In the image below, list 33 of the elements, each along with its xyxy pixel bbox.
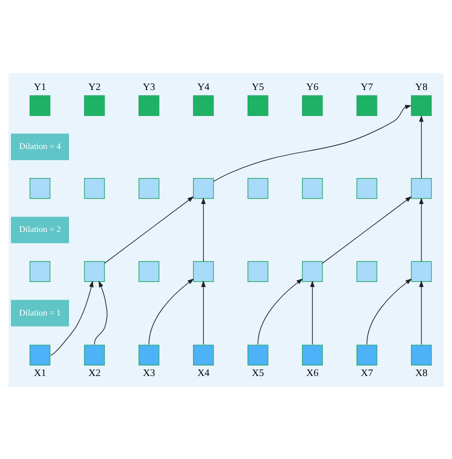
arrow <box>148 278 194 344</box>
node-label: Y2 <box>88 81 101 92</box>
arrow <box>366 278 412 344</box>
arrow <box>419 197 424 262</box>
arrow <box>50 280 94 355</box>
node-label: X1 <box>34 368 46 379</box>
node-label: X2 <box>88 368 101 379</box>
arrow <box>94 280 108 344</box>
node-label: Y1 <box>34 81 46 92</box>
node-label: X8 <box>415 368 428 379</box>
arrow <box>419 280 424 344</box>
node-box: Dilation = 4 <box>10 133 69 160</box>
arrow <box>213 104 412 182</box>
node-label: Y5 <box>252 81 264 92</box>
node-label: Y4 <box>197 81 210 92</box>
arrow <box>258 278 303 344</box>
node-label: X4 <box>197 368 210 379</box>
node-box: Dilation = 2 <box>10 216 69 243</box>
node-label: X5 <box>252 368 264 379</box>
arrow <box>419 114 424 178</box>
arrow <box>201 280 206 344</box>
arrow <box>104 196 194 264</box>
node-label: Y8 <box>415 81 428 92</box>
node-label: Y6 <box>306 81 319 92</box>
arrow <box>322 196 412 264</box>
node-label: X3 <box>142 368 156 379</box>
node-label: X7 <box>360 368 374 379</box>
node-box: Dilation = 1 <box>10 299 69 326</box>
arrow <box>310 280 315 344</box>
node-label: Y3 <box>142 81 156 92</box>
node-label: X6 <box>306 368 319 379</box>
arrow <box>201 197 206 262</box>
node-label: Y7 <box>360 81 374 92</box>
